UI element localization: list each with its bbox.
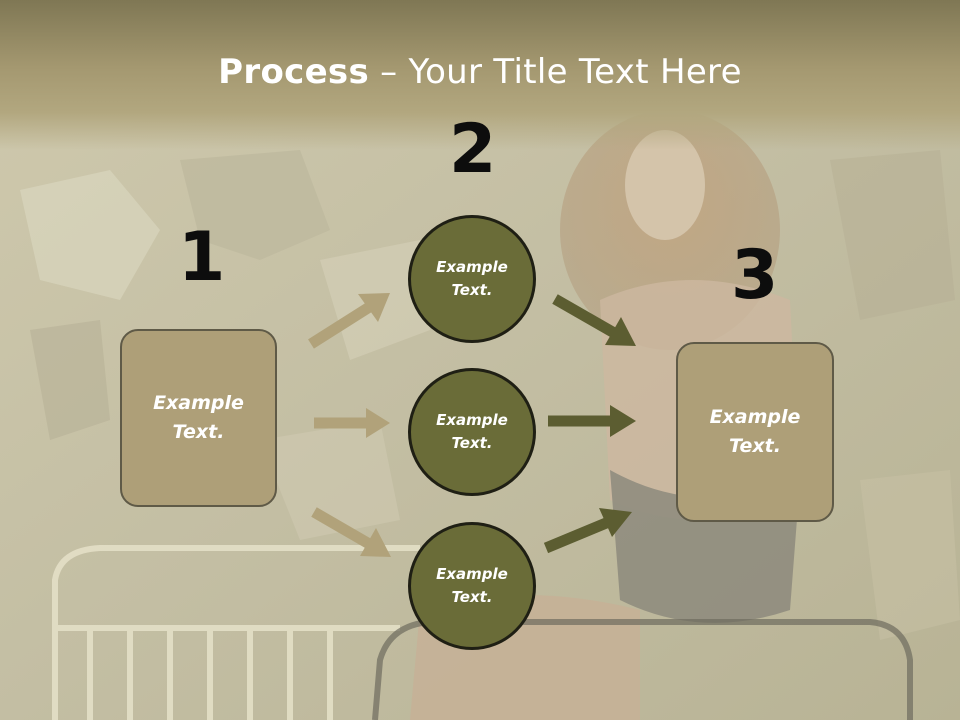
- step-2-circle-bottom: Example Text.: [408, 522, 536, 650]
- arrow-bottom-to-3: [543, 508, 632, 554]
- arrow-middle-to-3: [548, 405, 636, 437]
- step-3-box: Example Text.: [676, 342, 834, 522]
- arrow-1-to-bottom: [311, 507, 391, 557]
- title-band: [0, 0, 960, 150]
- slide-title: Process – Your Title Text Here: [0, 52, 960, 92]
- step-number-2: 2: [449, 110, 497, 189]
- title-bold: Process: [218, 52, 370, 92]
- step-1-text: Example Text.: [153, 392, 244, 443]
- arrow-1-to-middle: [314, 408, 390, 438]
- title-rest: – Your Title Text Here: [369, 52, 742, 92]
- step-2-circle-middle-text: Example Text.: [436, 411, 508, 452]
- step-number-3: 3: [731, 236, 779, 315]
- step-2-circle-bottom-text: Example Text.: [436, 565, 508, 606]
- step-2-circle-middle: Example Text.: [408, 368, 536, 496]
- step-2-circle-top-text: Example Text.: [436, 258, 508, 299]
- step-2-circle-top: Example Text.: [408, 215, 536, 343]
- arrow-top-to-3: [552, 294, 636, 346]
- step-1-box: Example Text.: [120, 329, 277, 507]
- step-number-1: 1: [178, 218, 226, 297]
- step-3-text: Example Text.: [709, 406, 801, 457]
- arrow-1-to-top: [308, 293, 390, 349]
